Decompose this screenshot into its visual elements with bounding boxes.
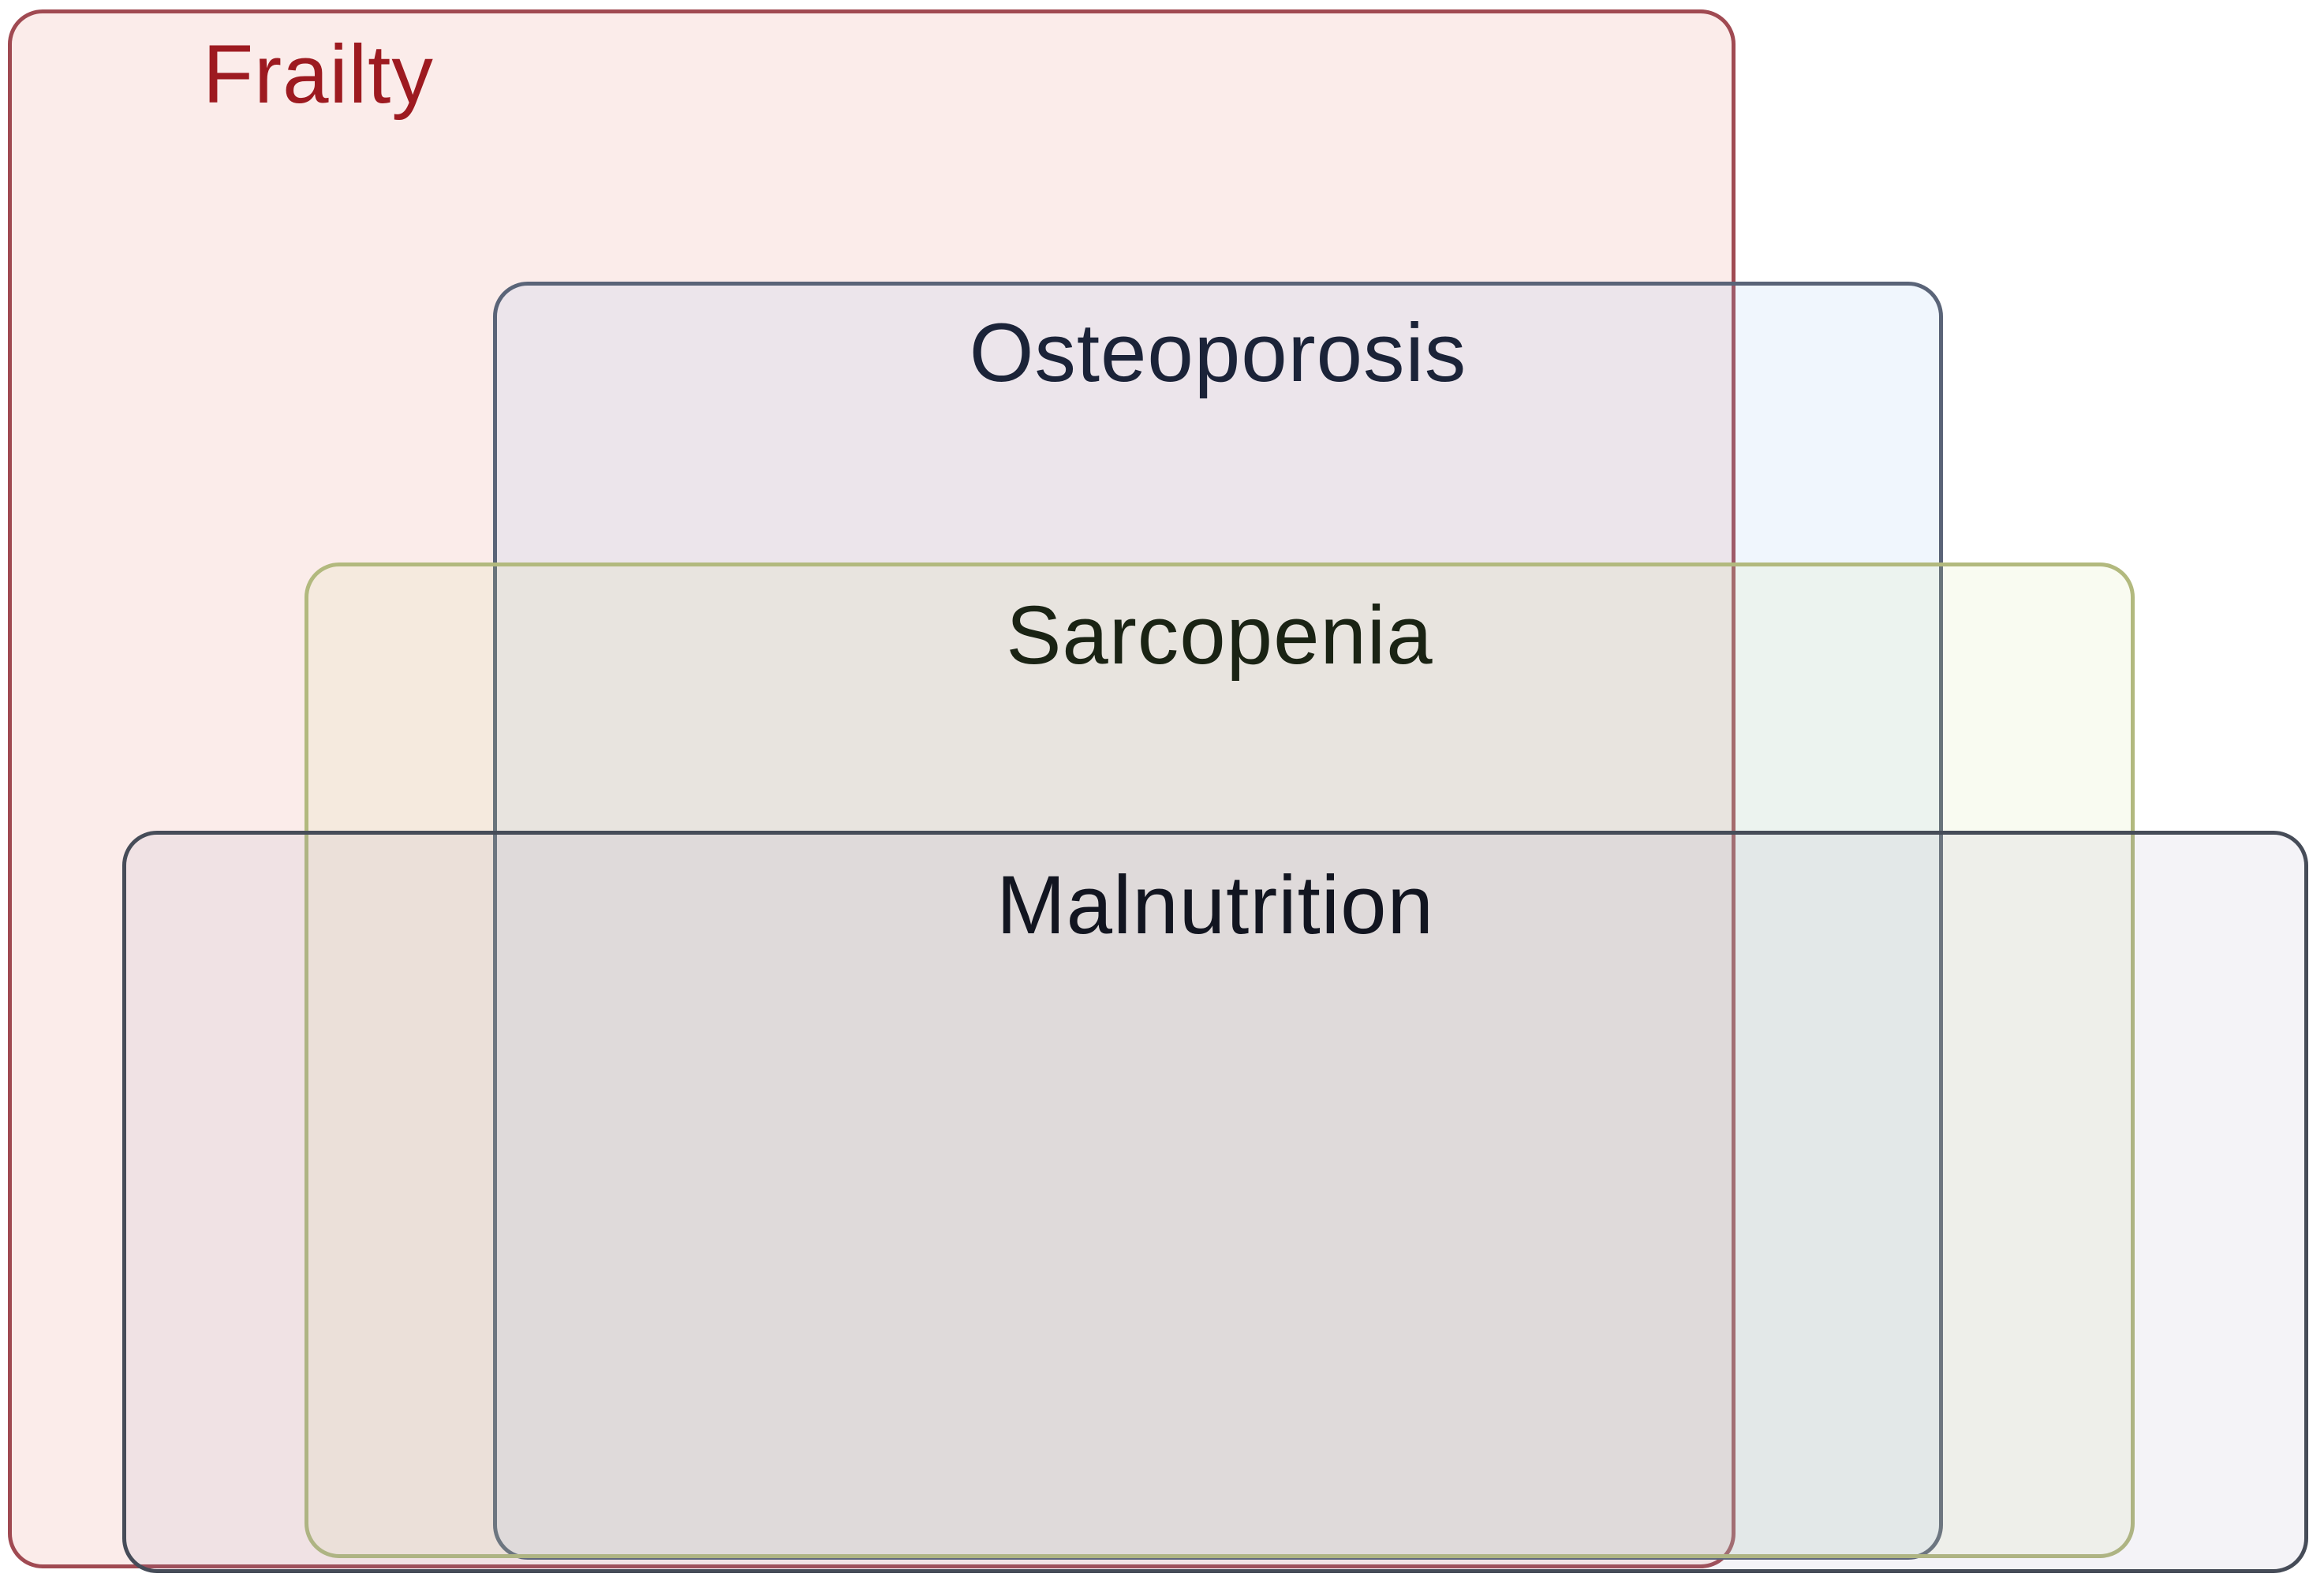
sarcopenia-label: Sarcopenia bbox=[1006, 589, 1433, 682]
malnutrition-box: Malnutrition bbox=[122, 831, 2308, 1573]
sarcopenia-box: Sarcopenia bbox=[305, 563, 2135, 1558]
frailty-label: Frailty bbox=[203, 28, 434, 121]
frailty-box: Frailty bbox=[8, 9, 1736, 1568]
malnutrition-label: Malnutrition bbox=[996, 859, 1434, 951]
osteoporosis-label: Osteoporosis bbox=[969, 307, 1467, 399]
